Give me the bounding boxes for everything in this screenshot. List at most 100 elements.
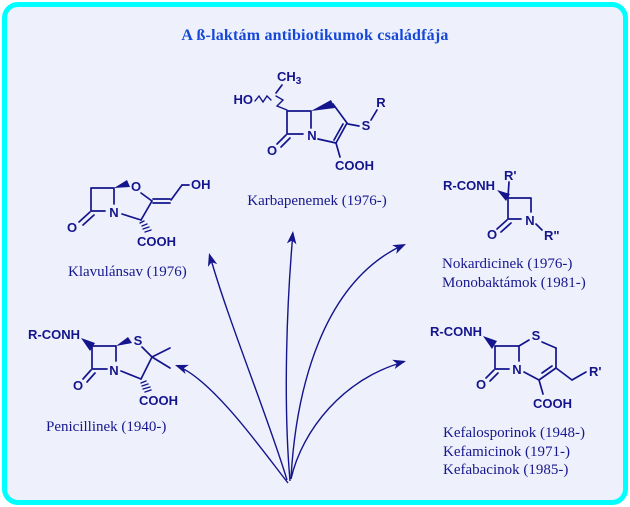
bond <box>170 184 183 201</box>
bond <box>507 181 510 198</box>
arrow-to-kefalosporin <box>290 361 405 480</box>
kefalosporin-labels: Kefalosporinok (1948-) Kefamicinok (1971… <box>443 424 585 480</box>
stereo-wedge <box>81 338 95 351</box>
stereo-wedge <box>116 337 132 346</box>
bond <box>518 339 530 347</box>
r-prime-label: R' <box>504 168 516 183</box>
arrow-to-nokardicin <box>290 244 404 479</box>
bond <box>140 356 153 380</box>
ring-double-bond <box>538 365 557 381</box>
beta-lactam-ring <box>286 110 312 135</box>
arrowhead <box>207 253 218 267</box>
kefalosporin-label-line3: Kefabacinok (1985-) <box>443 462 569 478</box>
carbonyl-double-bond <box>496 219 512 233</box>
bond <box>140 200 153 221</box>
stereo-wedge <box>114 180 130 188</box>
diagram-title: A ß-laktám antibiotikumok családfája <box>181 27 449 44</box>
hashed-wedge <box>139 220 152 233</box>
beta-lactam-ring <box>90 187 115 212</box>
cooh-label: COOH <box>533 396 572 411</box>
bond <box>335 142 341 158</box>
bond <box>541 341 557 349</box>
sulfur-label: S <box>532 328 541 343</box>
arrowhead <box>392 244 406 254</box>
arrowhead <box>392 359 406 370</box>
bond <box>140 192 153 202</box>
carbonyl-double-bond <box>78 211 95 226</box>
bond <box>141 346 153 358</box>
bond <box>535 223 543 231</box>
stereo-wedge <box>497 190 510 201</box>
beta-lactam-ring <box>494 345 520 370</box>
penicillin-label: Penicillinek (1940-) <box>46 419 167 435</box>
bond <box>571 371 587 381</box>
sulfur-label: S <box>362 118 371 133</box>
acylamino-label: R-CONH <box>430 324 482 339</box>
stereo-wedge <box>311 100 335 111</box>
bond <box>370 109 378 121</box>
bond <box>555 367 573 381</box>
methyl-label: CH3 <box>277 69 302 87</box>
r-group-label: R <box>376 95 386 110</box>
ring-double-bond <box>333 122 348 144</box>
klavulansav-label: Klavulánsav (1976) <box>68 264 187 280</box>
karbapenem-structure: CH3 HO O N S R COOH <box>234 69 387 173</box>
penicillin-structure: R-CONH S N O COOH <box>28 327 178 408</box>
cooh-label: COOH <box>139 393 178 408</box>
stereo-wedge <box>483 336 497 349</box>
bond <box>523 371 540 381</box>
cooh-label: COOH <box>137 234 176 249</box>
bond <box>332 103 348 124</box>
r-prime-label: R' <box>589 364 601 379</box>
nitrogen-label: N <box>512 362 521 377</box>
arrowhead <box>286 231 297 245</box>
keto-oxygen-label: O <box>267 143 277 158</box>
keto-oxygen-label: O <box>67 220 77 235</box>
cooh-label: COOH <box>335 158 374 173</box>
hashed-wedge <box>140 380 152 393</box>
methyl-bond <box>151 347 171 358</box>
kefalosporin-label-line2: Kefamicinok (1971-) <box>443 443 571 460</box>
family-tree-arrows <box>175 231 406 484</box>
nitrogen-label: N <box>525 213 534 228</box>
nokardicin-labels: Nokardicinek (1976-) Monobaktámok (1981-… <box>442 255 586 292</box>
carbonyl-double-bond <box>276 134 291 148</box>
bond <box>317 138 337 144</box>
nokardicin-label-line1: Nokardicinek (1976-) <box>442 256 573 272</box>
keto-oxygen-label: O <box>476 377 486 392</box>
nitrogen-label: N <box>109 205 118 220</box>
arrow-to-karbapenem <box>285 232 294 482</box>
nokardicin-structure: R-CONH R' N O R" <box>443 168 560 243</box>
bond <box>347 123 360 127</box>
carbonyl-double-bond <box>485 369 499 382</box>
wavy-bond <box>254 94 272 104</box>
beta-lactam-ring <box>91 345 117 370</box>
kefalosporin-label-line1: Kefalosporinok (1948-) <box>443 425 586 441</box>
acylamino-label: R-CONH <box>28 327 80 342</box>
wavy-bond <box>275 95 288 111</box>
kefalosporin-structure: R-CONH S N O R' COOH <box>430 324 601 411</box>
keto-oxygen-label: O <box>487 227 497 242</box>
r-double-prime-label: R" <box>544 228 560 243</box>
methyl-bond <box>151 356 171 369</box>
arrow-to-klavulansav <box>209 255 288 481</box>
klavulansav-structure: O O N OH COOH <box>67 177 211 249</box>
nitrogen-label: N <box>307 128 316 143</box>
exocyclic-double-bond <box>152 198 171 204</box>
acylamino-label: R-CONH <box>443 178 495 193</box>
bond <box>538 379 544 395</box>
hydroxyl-label: OH <box>191 177 211 192</box>
beta-lactam-ring <box>507 197 532 220</box>
keto-oxygen-label: O <box>73 378 83 393</box>
sulfur-label: S <box>134 333 143 348</box>
bond <box>120 370 142 380</box>
hydroxyl-label: HO <box>234 92 254 107</box>
arrowhead <box>175 364 189 374</box>
ring-oxygen-label: O <box>131 179 141 194</box>
bond <box>275 84 283 94</box>
karbapenem-label: Karbapenemek (1976-) <box>247 193 387 209</box>
carbonyl-double-bond <box>82 369 96 383</box>
